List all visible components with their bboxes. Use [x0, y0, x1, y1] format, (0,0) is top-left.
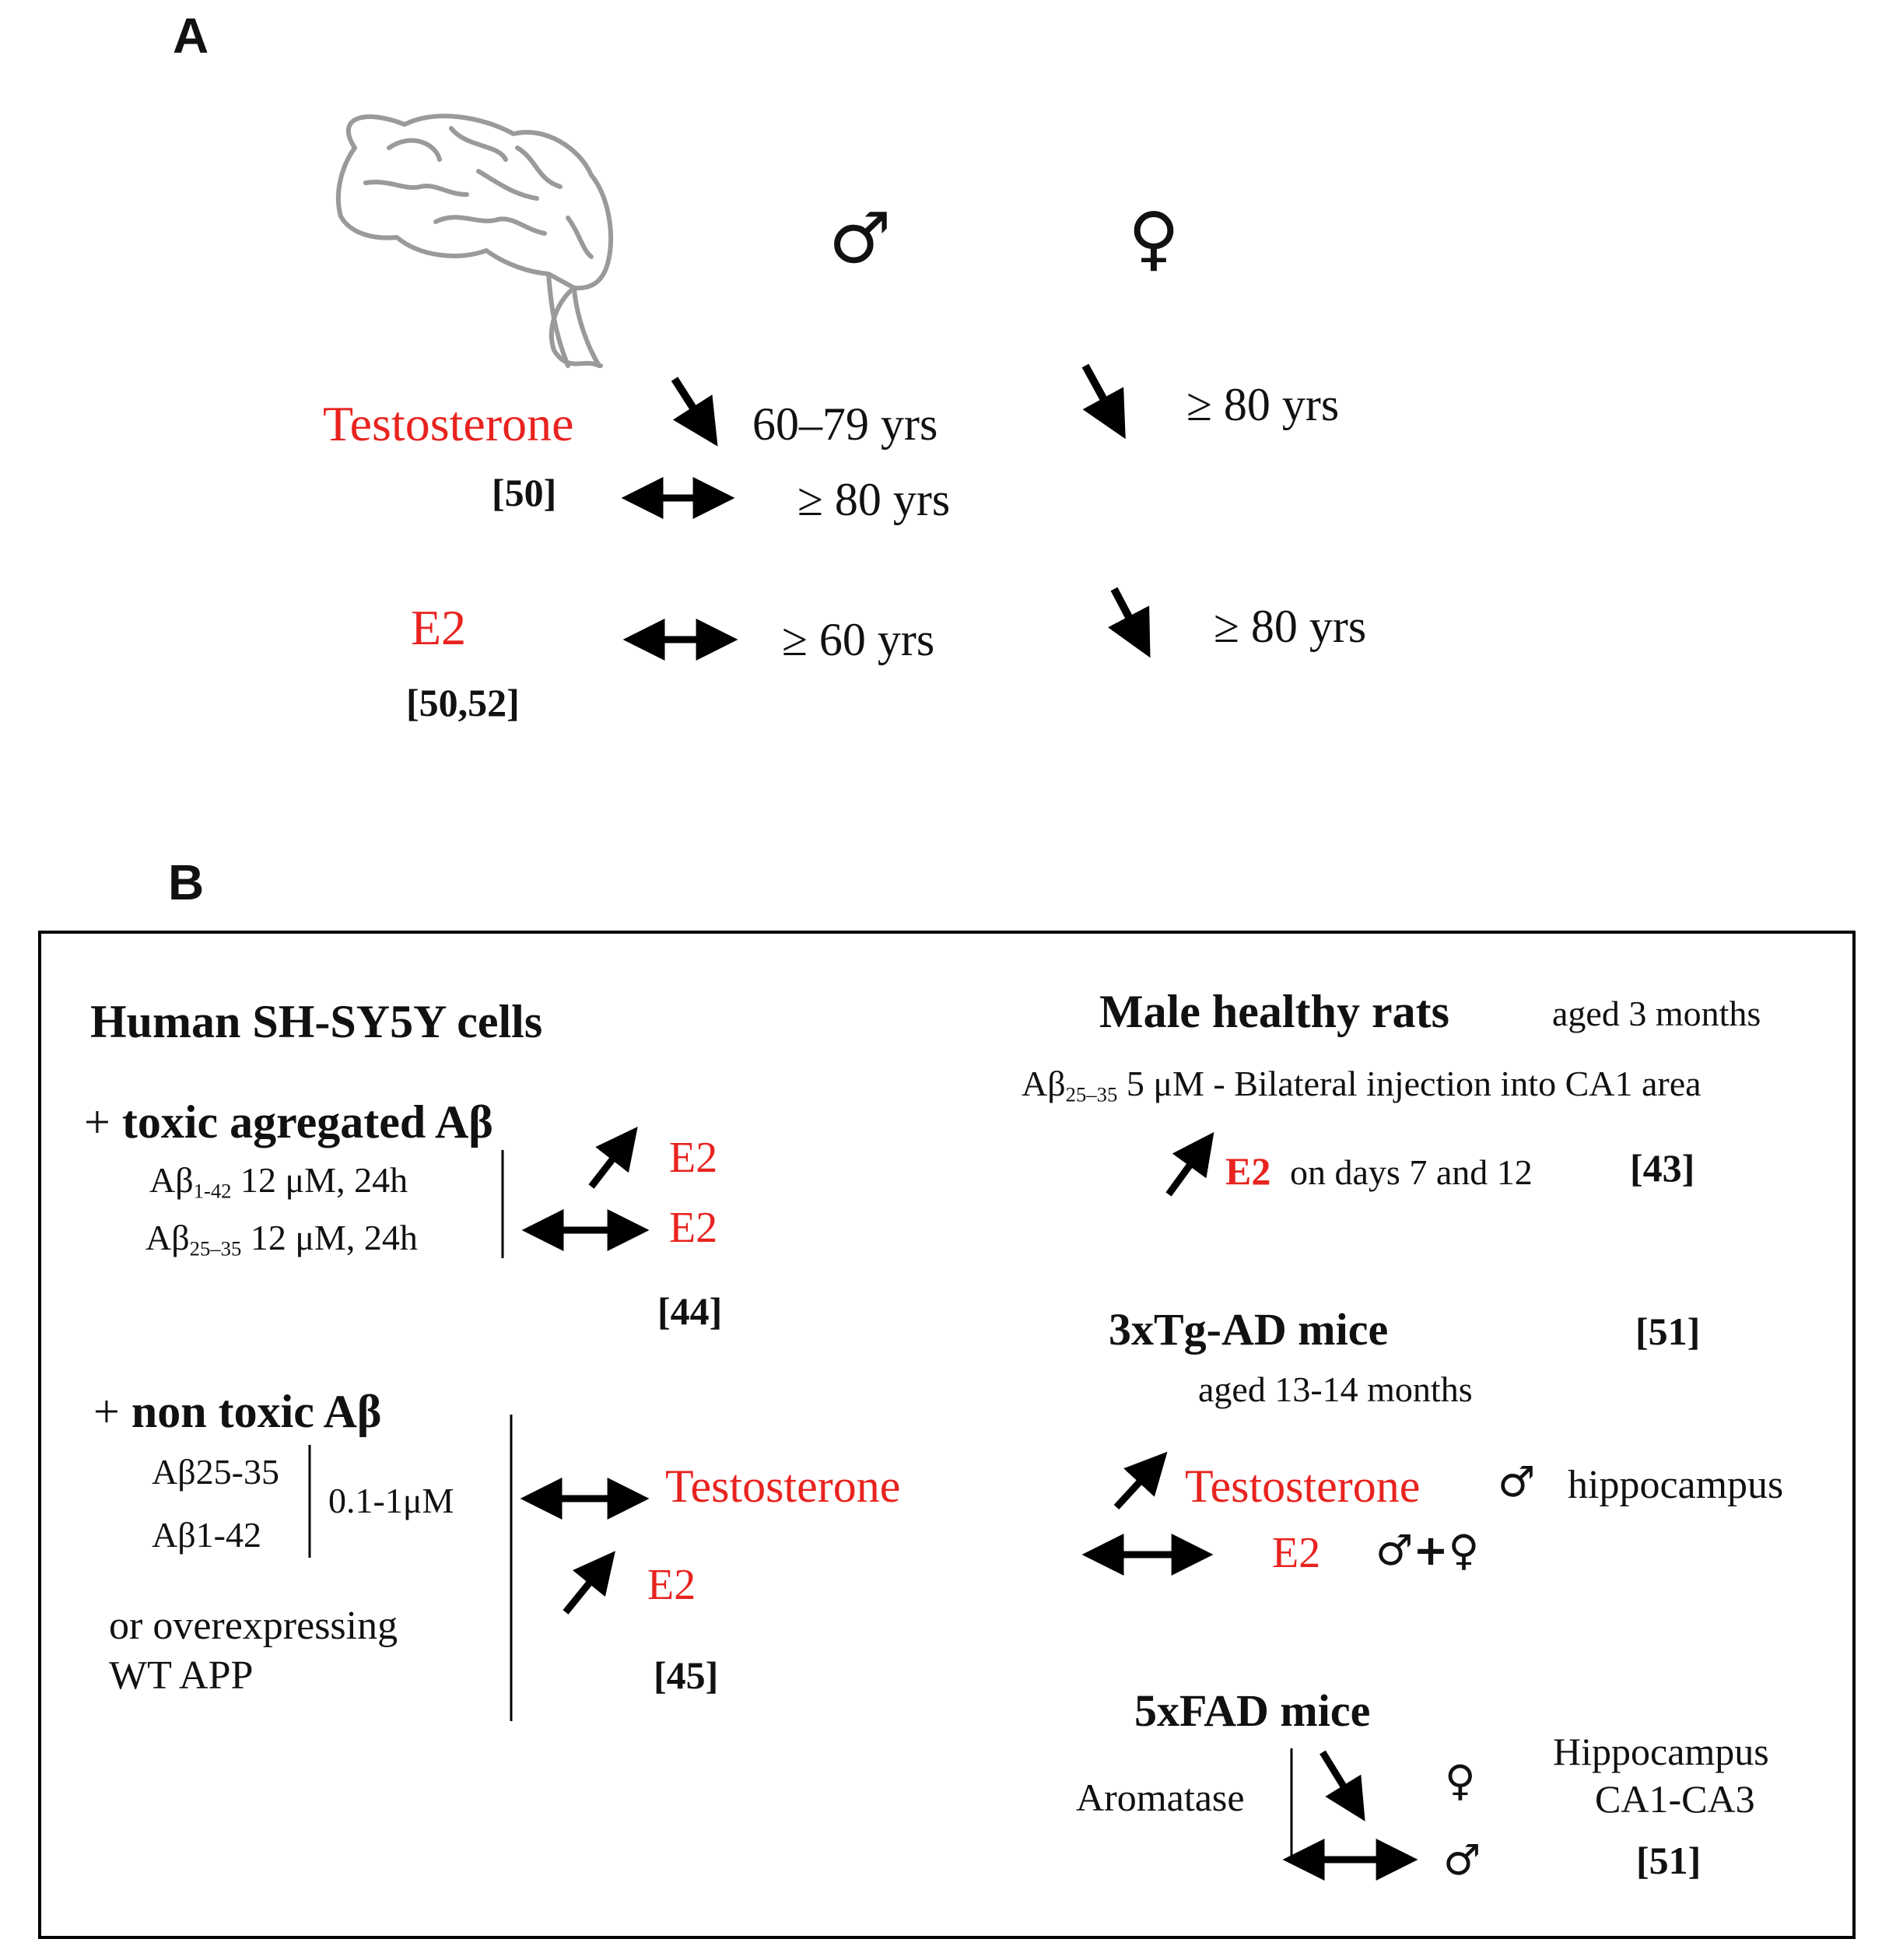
toxic-e2-nochange: E2: [669, 1204, 718, 1252]
nontoxic-e2: E2: [647, 1561, 696, 1609]
fad-region-line-1: Hippocampus: [1553, 1730, 1769, 1773]
male-symbol: ♂: [829, 198, 892, 279]
tg-both-sexes: ♂+♀: [1376, 1526, 1480, 1575]
e2-male-nochange-age: ≥ 60 yrs: [782, 614, 935, 665]
e2-ref: [50,52]: [406, 681, 520, 724]
rats-ref: [43]: [1630, 1146, 1695, 1190]
panel-a-label: A: [173, 8, 209, 64]
testosterone-male-decrease-age: 60–79 yrs: [752, 398, 938, 450]
rats-days: on days 7 and 12: [1290, 1152, 1533, 1192]
tg-male-symbol: ♂: [1498, 1457, 1536, 1506]
arrow-down-aromatase-female: [1320, 1750, 1365, 1822]
testosterone-label: Testosterone: [323, 396, 574, 451]
panel-b-label: B: [168, 854, 205, 910]
rats-title: Male healthy rats: [1099, 986, 1449, 1037]
arrow-down-e2-female: [1108, 587, 1151, 658]
tg-age: aged 13-14 months: [1198, 1369, 1473, 1409]
nontoxic-alt-line-2: WT APP: [109, 1653, 254, 1698]
rats-e2: E2: [1225, 1149, 1271, 1193]
e2-label: E2: [411, 600, 467, 655]
fad-male-symbol: ♂: [1443, 1836, 1481, 1885]
tg-testosterone: Testosterone: [1185, 1460, 1421, 1512]
arrow-up-e2-toxic: [588, 1127, 638, 1189]
arrow-down-testosterone-female: [1081, 363, 1126, 440]
toxic-ref: [44]: [657, 1289, 723, 1333]
fad-region-line-2: CA1-CA3: [1595, 1777, 1755, 1821]
arrow-up-e2-rats: [1165, 1131, 1214, 1197]
nontoxic-alt-line-1: or overexpressing: [109, 1604, 398, 1648]
toxic-row-1: Aβ1-42 12 μM, 24h: [149, 1160, 408, 1203]
nontoxic-peptide-2: Aβ1-42: [152, 1515, 261, 1555]
fad-title: 5xFAD mice: [1134, 1685, 1371, 1736]
toxic-e2-increase: E2: [669, 1134, 718, 1182]
toxic-heading: + toxic agregated Aβ: [84, 1096, 493, 1148]
tg-e2: E2: [1272, 1529, 1321, 1577]
panel-b-frame: [38, 931, 1856, 1939]
testosterone-ref: [50]: [492, 471, 557, 514]
brain-icon: [335, 114, 614, 368]
tg-ref: [51]: [1635, 1310, 1701, 1353]
rats-age: aged 3 months: [1552, 994, 1761, 1033]
testosterone-male-nochange-age: ≥ 80 yrs: [797, 474, 951, 525]
e2-female-decrease-age: ≥ 80 yrs: [1214, 601, 1367, 652]
arrow-up-e2-nontoxic: [562, 1551, 615, 1615]
nontoxic-testosterone: Testosterone: [665, 1460, 901, 1512]
tg-title: 3xTg-AD mice: [1109, 1304, 1389, 1355]
fad-ref: [51]: [1636, 1839, 1702, 1882]
rats-injection: Aβ25–35 5 μM - Bilateral injection into …: [1022, 1064, 1702, 1106]
fad-enzyme: Aromatase: [1076, 1776, 1245, 1819]
nontoxic-dose: 0.1-1μM: [328, 1481, 454, 1520]
fad-female-symbol: ♀: [1445, 1756, 1476, 1805]
toxic-row-2: Aβ25–35 12 μM, 24h: [145, 1218, 418, 1261]
nontoxic-ref: [45]: [654, 1653, 719, 1697]
arrow-down-testosterone-male: [671, 377, 718, 447]
female-symbol: ♀: [1128, 198, 1179, 279]
testosterone-female-decrease-age: ≥ 80 yrs: [1186, 379, 1340, 430]
cells-title: Human SH-SY5Y cells: [90, 996, 543, 1047]
arrow-up-testosterone-tg: [1113, 1451, 1168, 1510]
nontoxic-peptide-1: Aβ25-35: [152, 1452, 279, 1492]
nontoxic-heading: + non toxic Aβ: [93, 1386, 382, 1437]
tg-region: hippocampus: [1568, 1463, 1784, 1507]
